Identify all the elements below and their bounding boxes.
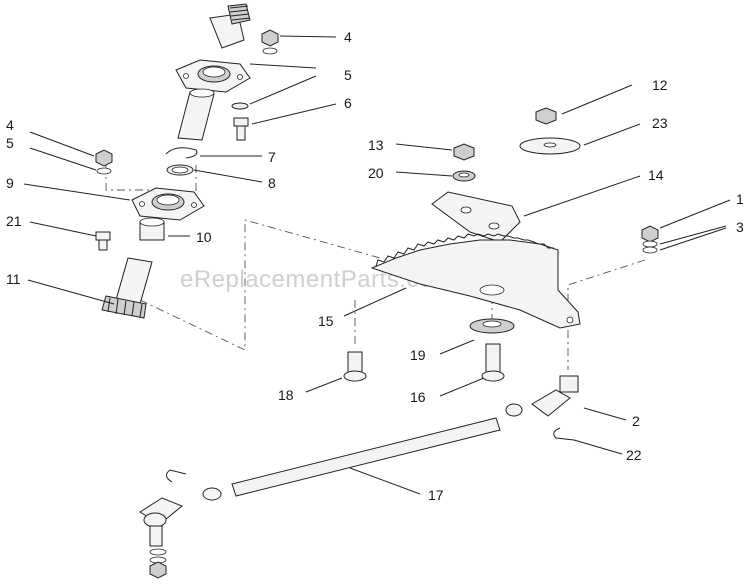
lower-flange-bearing (131, 187, 205, 221)
spacer-20 (452, 170, 476, 182)
label-18: 18 (278, 387, 294, 403)
tie-rod (231, 417, 501, 497)
top-nut-right (535, 107, 557, 125)
shaft-tube (177, 88, 215, 141)
upper-washer-lock (231, 102, 249, 110)
label-4-top: 4 (344, 29, 352, 45)
label-14: 14 (648, 167, 664, 183)
lower-shaft-pinion (101, 257, 153, 319)
label-11: 11 (6, 271, 21, 287)
bolt-18 (343, 351, 367, 382)
thrust-washer (166, 164, 194, 176)
upper-nut (261, 29, 279, 55)
label-1: 1 (736, 191, 744, 207)
label-13: 13 (368, 137, 384, 153)
large-washer (519, 137, 581, 155)
bushing (139, 217, 165, 241)
label-5-top: 5 (344, 67, 352, 83)
snap-ring (165, 147, 198, 159)
label-5-left: 5 (6, 135, 14, 151)
label-17: 17 (428, 487, 444, 503)
bushing-19 (469, 318, 515, 334)
cotter-pin (553, 427, 575, 441)
sector-gear (370, 233, 581, 329)
leader-lines (23, 35, 731, 495)
label-6: 6 (344, 95, 352, 111)
label-19: 19 (410, 347, 426, 363)
right-nut-washers (641, 225, 659, 254)
label-20: 20 (368, 165, 384, 181)
label-9: 9 (6, 175, 14, 191)
label-4-left: 4 (6, 117, 14, 133)
label-3: 3 (736, 219, 744, 235)
label-2: 2 (632, 413, 640, 429)
label-22: 22 (626, 447, 642, 463)
pivot-bracket (431, 191, 521, 243)
label-15: 15 (318, 313, 334, 329)
label-21: 21 (6, 213, 22, 229)
upper-bolt (233, 117, 249, 141)
upper-flange-bearing (175, 59, 251, 93)
label-16: 16 (410, 389, 426, 405)
steering-shaft-top (209, 3, 251, 49)
part-labels: 4 5 6 7 8 4 5 9 21 10 11 12 23 13 20 14 … (6, 29, 744, 503)
label-7: 7 (268, 149, 276, 165)
label-23: 23 (652, 115, 668, 131)
label-12: 12 (652, 77, 668, 93)
left-nut (95, 149, 113, 175)
ball-joint-left (139, 469, 222, 579)
label-10: 10 (196, 229, 212, 245)
left-bolt (95, 231, 111, 251)
label-8: 8 (268, 175, 276, 191)
nut-13 (453, 143, 475, 161)
bolt-16 (481, 343, 505, 382)
ball-joint-right (505, 375, 579, 417)
